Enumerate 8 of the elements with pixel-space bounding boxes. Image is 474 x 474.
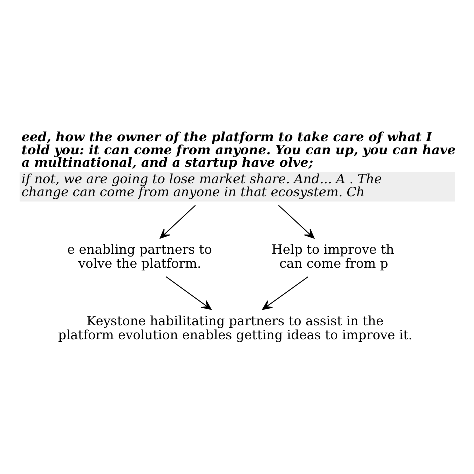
node-text: Keystone habilitating partners to assist in the platform evolution enables getting ideas to improve it. xyxy=(58,314,413,343)
node-text: Help to improve th can come from p xyxy=(272,242,394,272)
node-label: eed, how the owner of the platform to take care of what I told you: it can come from anyone. You can up, you can have a multinational, and a startup have olve; xyxy=(22,130,456,171)
node-text: e enabling partners to volve the platform. xyxy=(68,242,212,272)
arrow xyxy=(166,276,212,310)
arrow xyxy=(278,204,315,238)
arrow xyxy=(160,204,196,238)
arrow xyxy=(262,276,309,310)
